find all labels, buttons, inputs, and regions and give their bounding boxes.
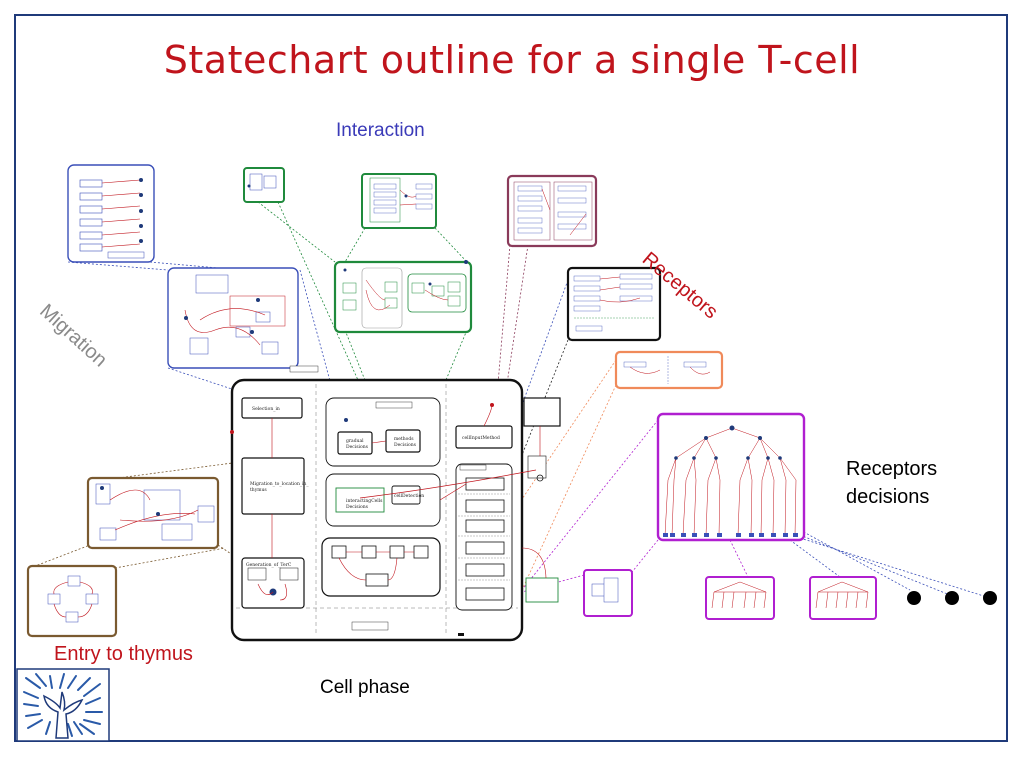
svg-text:methods: methods (394, 436, 414, 442)
svg-text:gradual: gradual (346, 438, 364, 444)
svg-text:Migration_to_location_in_: Migration_to_location_in_ (250, 481, 309, 487)
receptors-decisions-line1: Receptors (846, 458, 938, 480)
svg-text:thymus: thymus (250, 487, 267, 493)
entry-to-thymus-label: Entry to thymus (54, 643, 193, 665)
svg-text:Decisions: Decisions (346, 444, 369, 450)
ellipsis-dots-icon (907, 591, 997, 605)
slide-title: Statechart outline for a single T-cell (163, 38, 861, 82)
svg-text:interactingCells: interactingCells (346, 498, 383, 504)
cell-phase-statechart: Selection_in Migration_to_location_in_ t… (230, 365, 561, 642)
receptor-decision-small-c (809, 576, 877, 620)
interaction-label: Interaction (336, 120, 425, 141)
svg-text:cellInputMethod: cellInputMethod (462, 435, 500, 441)
receptors-decisions-label: Receptors decisions (846, 455, 937, 511)
migration-box-b (167, 267, 299, 369)
receptor-box-black (566, 266, 662, 342)
receptor-box-orange (614, 350, 724, 390)
tree-logo-icon (16, 668, 110, 742)
entry-thymus-box (26, 564, 118, 638)
receptor-decision-small-b (705, 576, 775, 620)
interaction-box-main (333, 260, 473, 334)
receptor-decision-small-a (583, 569, 633, 617)
receptors-decisions-line2: decisions (846, 486, 930, 508)
interaction-box-top (361, 173, 437, 229)
svg-text:Generation_of_TerC: Generation_of_TerC (246, 562, 292, 568)
svg-text:Decisions: Decisions (346, 504, 369, 510)
interaction-box-small (243, 167, 285, 203)
svg-text:Selection_in: Selection_in (252, 406, 280, 412)
svg-text:cellDetection: cellDetection (394, 493, 424, 499)
migration-box-a (67, 164, 155, 263)
cell-phase-label: Cell phase (320, 677, 410, 698)
svg-text:Decisions: Decisions (394, 442, 417, 448)
receptor-box-maroon (506, 174, 598, 248)
receptor-decision-tree (656, 412, 806, 542)
migration-box-brown (86, 476, 220, 550)
